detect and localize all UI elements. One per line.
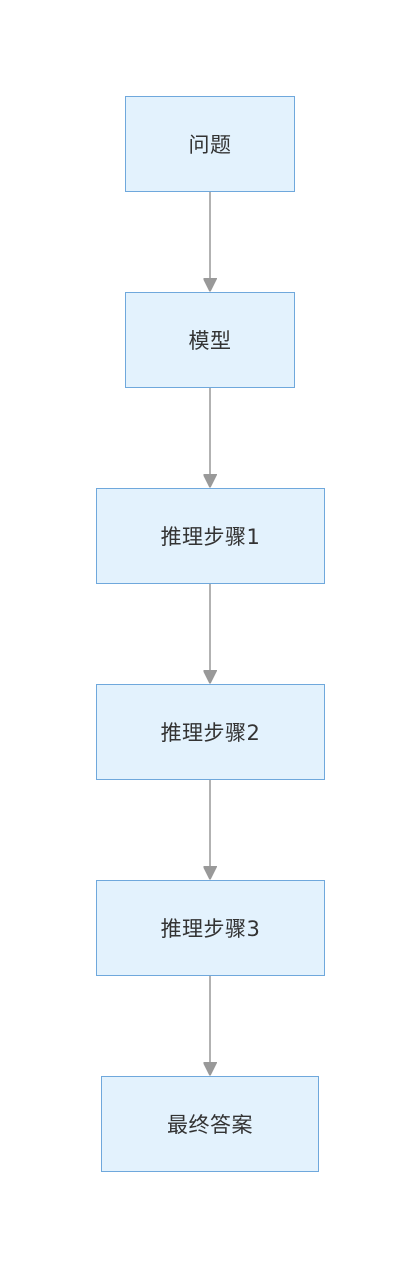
node-label: 模型: [188, 329, 232, 353]
node-label: 推理步骤2: [160, 721, 261, 745]
node-final-answer: 最终答案: [101, 1076, 319, 1172]
node-label: 推理步骤3: [160, 917, 261, 941]
node-reasoning-step-1: 推理步骤1: [96, 488, 325, 584]
node-label: 最终答案: [167, 1113, 253, 1137]
node-reasoning-step-2: 推理步骤2: [96, 684, 325, 780]
node-label: 推理步骤1: [160, 525, 261, 549]
node-model: 模型: [125, 292, 295, 388]
node-reasoning-step-3: 推理步骤3: [96, 880, 325, 976]
node-problem: 问题: [125, 96, 295, 192]
node-label: 问题: [188, 133, 232, 157]
